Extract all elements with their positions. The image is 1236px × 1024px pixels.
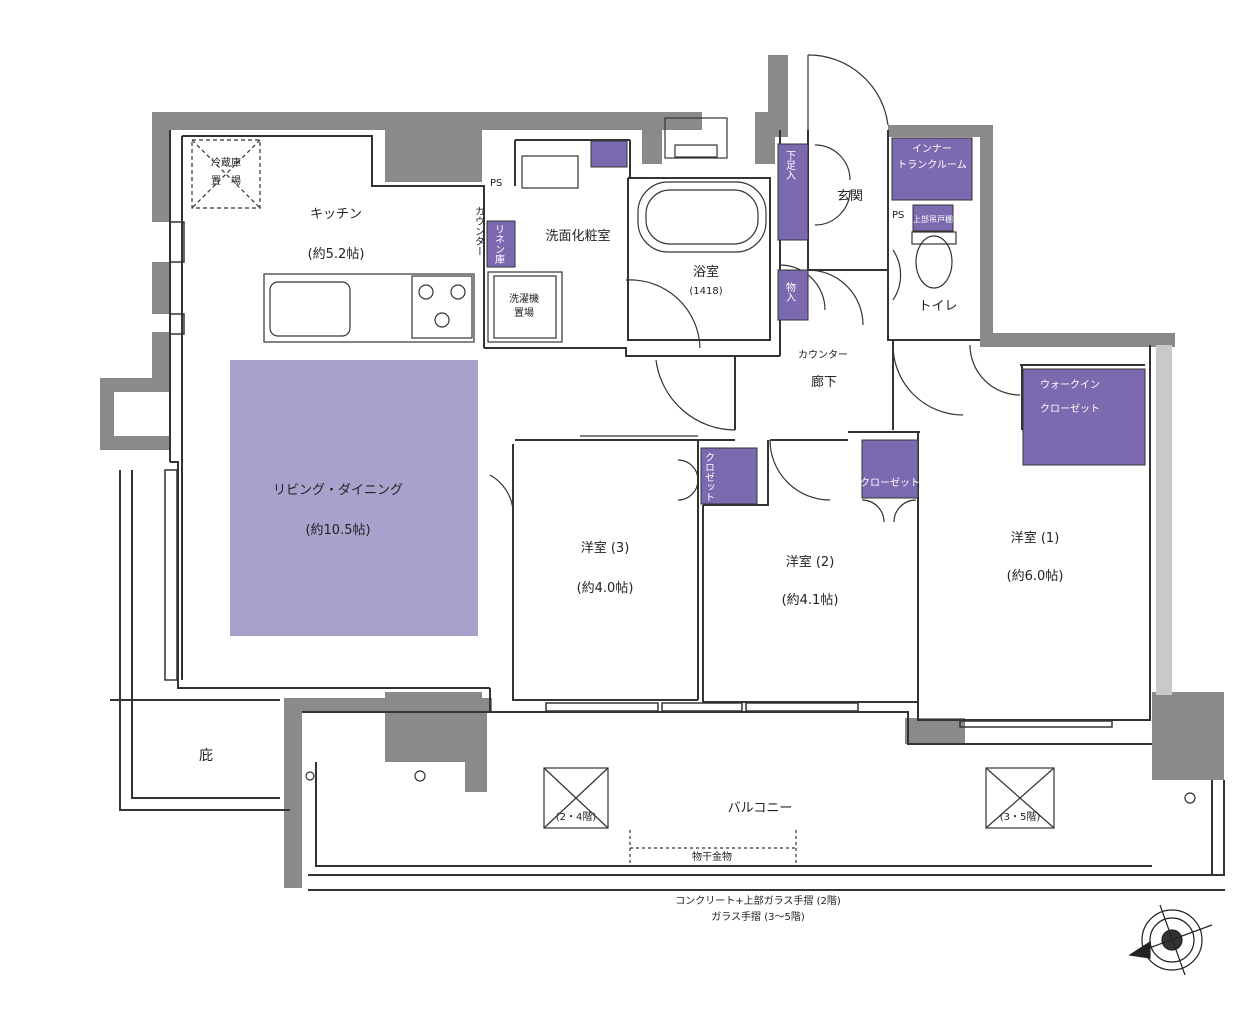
counter-horizontal-label: カウンター — [798, 349, 848, 361]
fridge-label-2: 置 場 — [211, 174, 241, 187]
bath-size: (1418) — [689, 286, 722, 297]
storage-blocks — [486, 137, 1146, 505]
entrance-name: 玄関 — [837, 189, 863, 204]
living-dining-area — [230, 360, 478, 636]
bathtub-icon — [637, 181, 767, 253]
room3-size: (約4.0帖) — [577, 581, 634, 596]
washer-label-1: 洗濯機 — [509, 292, 539, 305]
living-size: (約10.5帖) — [305, 523, 370, 538]
closet3-label: クロゼット — [703, 452, 715, 502]
interior-walls — [110, 130, 1225, 891]
shoe-storage-label: 下足入 — [784, 150, 796, 180]
fixtures — [191, 117, 1196, 866]
linen-label: リネン庫 — [493, 224, 505, 265]
toilet-name: トイレ — [918, 299, 957, 314]
handrail-label-2: ガラス手摺 (3〜5階) — [711, 910, 805, 923]
in-trunk-label-1: インナー — [912, 143, 952, 155]
counter-vertical-label: カウンター — [473, 206, 485, 256]
compass-icon — [1128, 904, 1213, 976]
stove-icon — [411, 275, 473, 339]
drying-hardware-label: 物干金物 — [692, 850, 732, 863]
eave-label: 庇 — [199, 748, 213, 764]
sink-icon — [269, 281, 351, 337]
handrail-label-1: コンクリート+上部ガラス手摺 (2階) — [675, 894, 841, 907]
doors — [489, 54, 1021, 523]
ps-toilet-label: PS — [892, 210, 904, 221]
hatch-right-label: (3・5階) — [1000, 811, 1041, 823]
upper-shelf-label: 上部吊戸棚 — [913, 214, 953, 224]
room2-name: 洋室 (2) — [786, 554, 835, 570]
room2-size: (約4.1帖) — [782, 593, 839, 608]
room3-name: 洋室 (3) — [581, 540, 630, 556]
toilet-icon — [915, 235, 953, 289]
corridor-name: 廊下 — [811, 374, 837, 390]
room1-size: (約6.0帖) — [1007, 569, 1064, 584]
room1-name: 洋室 (1) — [1011, 530, 1060, 546]
hatch-left-label: (2・4階) — [556, 811, 597, 823]
fridge-label-1: 冷蔵庫 — [211, 156, 241, 169]
in-trunk-label-2: トランクルーム — [897, 159, 966, 171]
kitchen-size: (約5.2帖) — [308, 247, 365, 262]
exterior-walls — [100, 55, 1224, 888]
washroom-name: 洗面化粧室 — [545, 228, 610, 244]
windows — [164, 221, 1113, 728]
kitchen-name: キッチン — [310, 207, 362, 222]
living-name: リビング・ダイニング — [273, 483, 403, 498]
bath-name: 浴室 — [693, 264, 719, 280]
balcony-name: バルコニー — [728, 801, 793, 816]
closet2-label: クローゼット — [860, 477, 920, 489]
washer-label-2: 置場 — [514, 306, 534, 319]
walkin-label-2: クローゼット — [1040, 403, 1100, 415]
ps-top-label: PS — [490, 178, 502, 189]
walkin-label-1: ウォークイン — [1040, 379, 1100, 391]
storage-label: 物入 — [784, 281, 796, 302]
